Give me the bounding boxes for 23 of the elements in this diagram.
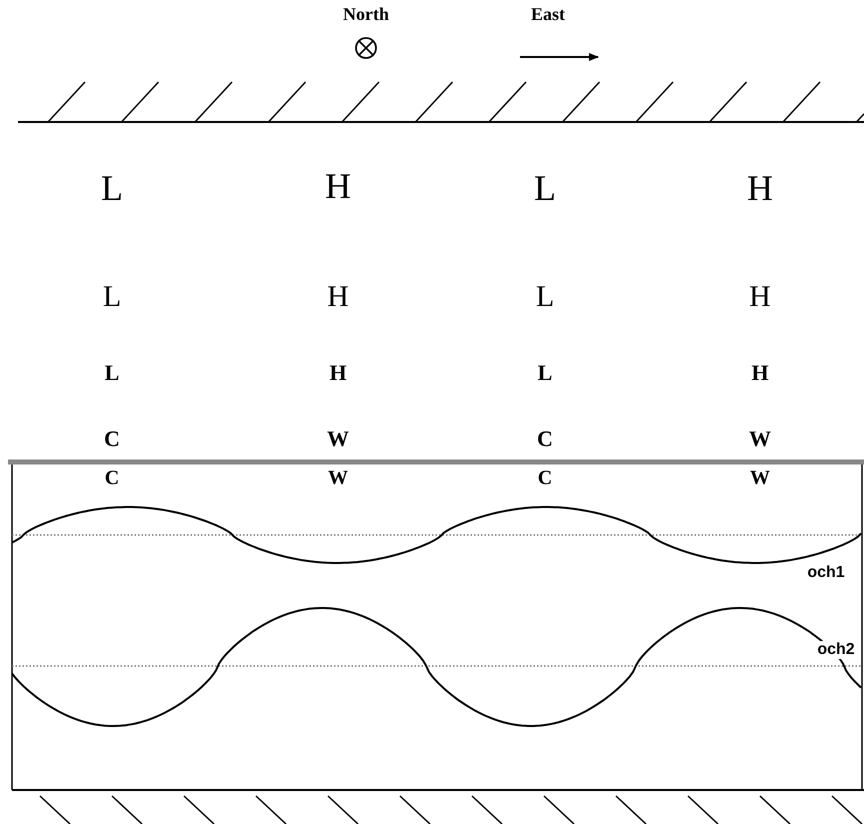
region-label: C [104,428,120,450]
region-label: W [328,468,348,488]
region-label: C [104,468,120,488]
direction-label: North [343,5,389,23]
region-label: L [534,170,556,206]
region-label: W [749,428,771,450]
region-label: H [329,362,347,384]
region-label: L [101,170,123,206]
region-label: C [538,468,552,488]
region-label: L [538,362,552,384]
region-label: L [104,362,120,384]
region-label: H [749,282,771,312]
region-label: C [537,428,553,450]
mode-label: och2 [815,641,857,659]
region-label: W [750,468,770,488]
region-label: H [751,362,769,384]
region-label: H [325,168,351,204]
region-label: H [747,170,773,206]
direction-label: East [531,5,565,23]
region-label: H [327,282,349,312]
region-label: W [327,428,349,450]
region-label: L [102,282,122,312]
region-label: L [536,282,554,312]
